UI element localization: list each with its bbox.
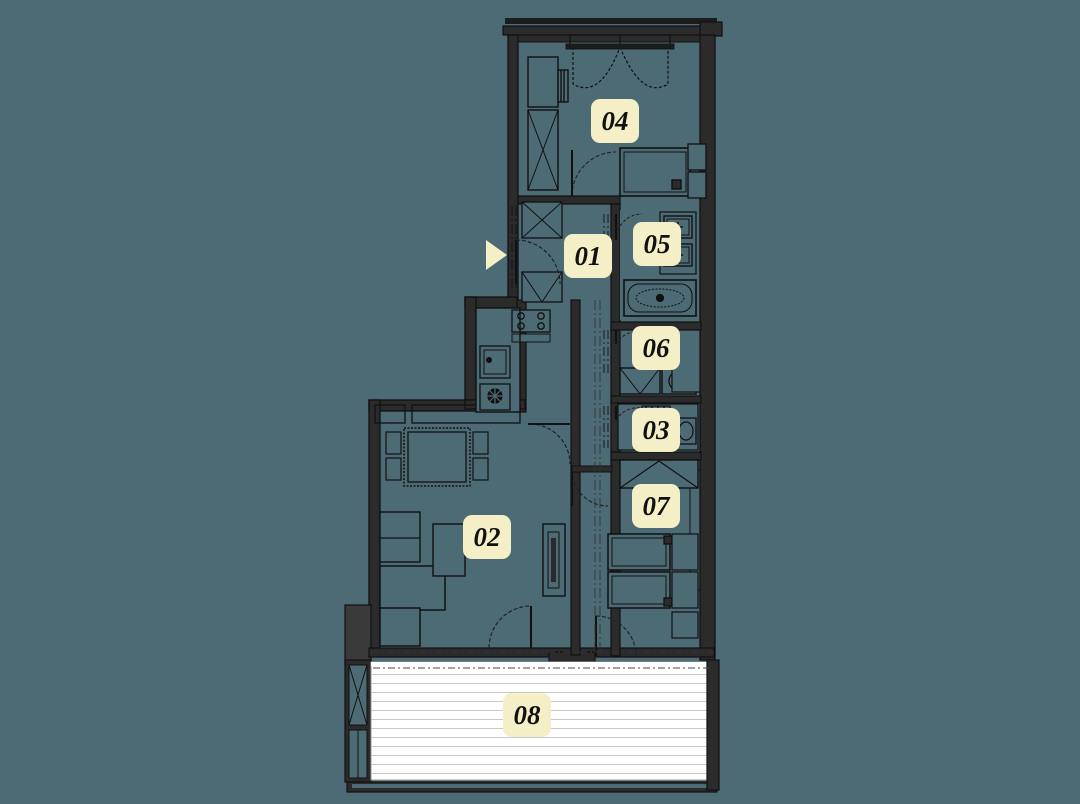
entry-arrow-icon <box>486 240 507 270</box>
kitchen-fixtures <box>475 307 551 413</box>
bedroom-04-furniture <box>527 56 707 199</box>
room-badge-06[interactable]: 06 <box>632 326 680 370</box>
room-badge-08[interactable]: 08 <box>503 693 551 737</box>
room-badge-02[interactable]: 02 <box>463 515 511 559</box>
room-badge-07[interactable]: 07 <box>632 484 680 528</box>
room-badge-04[interactable]: 04 <box>591 99 639 143</box>
dining-furniture <box>385 427 489 487</box>
hall-01-furniture <box>511 201 563 303</box>
room-badge-01[interactable]: 01 <box>564 234 612 278</box>
guide-lines <box>371 300 714 655</box>
room-badge-05[interactable]: 05 <box>633 222 681 266</box>
living-furniture <box>379 423 613 649</box>
room-badge-03[interactable]: 03 <box>632 408 680 452</box>
bedroom-07-furniture <box>595 459 699 657</box>
